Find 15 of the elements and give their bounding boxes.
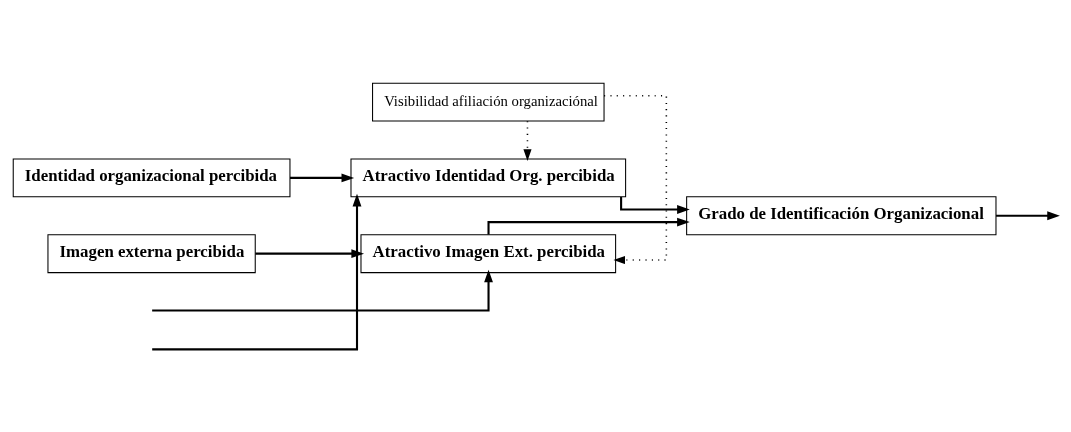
arrow [255,248,365,258]
arrow [487,217,690,235]
arrow [620,196,690,214]
node-box: Grado de Identificación Organizacional [686,195,997,235]
arrow [290,172,355,182]
node-box: Identidad organizacional percibida [12,157,291,197]
node-box: Atractivo Imagen Ext. percibida [360,233,617,273]
arrow [523,119,532,161]
node-box: Visibilidad afiliación organizaciónal [372,82,605,122]
arrow [152,193,362,350]
node-box: Imagen externa percibida [47,233,256,273]
node-box: Atractivo Identidad Org. percibida [350,157,627,197]
arrow [603,94,668,264]
arrow [996,210,1060,220]
arrow [152,269,493,312]
